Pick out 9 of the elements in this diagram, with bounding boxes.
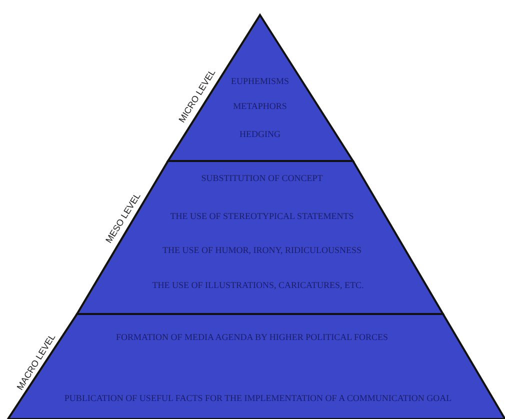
tier-item-text: EUPHEMISMS [231, 76, 289, 86]
tier-item-text: SUBSTITUTION OF CONCEPT [201, 173, 323, 183]
tier-item-text: THE USE OF ILLUSTRATIONS, CARICATURES, ETC. [152, 280, 364, 290]
tier-item-text: FORMATION OF MEDIA AGENDA BY HIGHER POLITICAL FORCES [116, 332, 388, 342]
tier-item-text: THE USE OF HUMOR, IRONY, RIDICULOUSNESS [162, 245, 362, 255]
tier-item-text: METAPHORS [233, 101, 287, 111]
tier-item-text: THE USE OF STEREOTYPICAL STATEMENTS [170, 211, 354, 221]
tier-item-text: PUBLICATION OF USEFUL FACTS FOR THE IMPLEMENTATION OF A COMMUNICATION GOAL [64, 393, 452, 403]
tier-item-text: HEDGING [240, 129, 280, 139]
